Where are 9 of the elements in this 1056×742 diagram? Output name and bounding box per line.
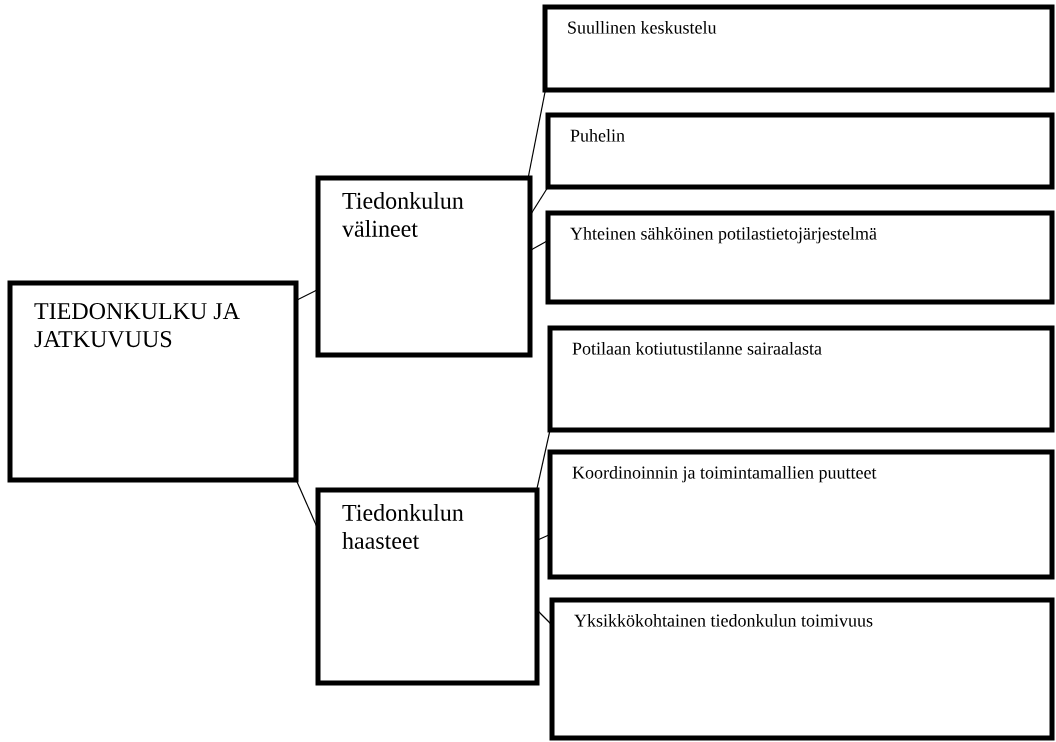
text-box: Yksikkökohtainen tiedonkulun toimivuus (549, 597, 1055, 741)
text-box: Koordinoinnin ja toimintamallien puutteet (547, 449, 1055, 580)
text-box: TIEDONKULKU JA JATKUVUUS (7, 280, 299, 483)
text-box: Tiedonkulun välineet (315, 175, 533, 358)
text-box: Potilaan kotiutustilanne sairaalasta (547, 325, 1055, 433)
text-box: Tiedonkulun haasteet (315, 487, 540, 686)
text-box: Puhelin (545, 112, 1055, 190)
text-box: Suullinen keskustelu (542, 4, 1055, 93)
text-box: Yhteinen sähköinen potilastietojärjestelmä (545, 210, 1055, 305)
